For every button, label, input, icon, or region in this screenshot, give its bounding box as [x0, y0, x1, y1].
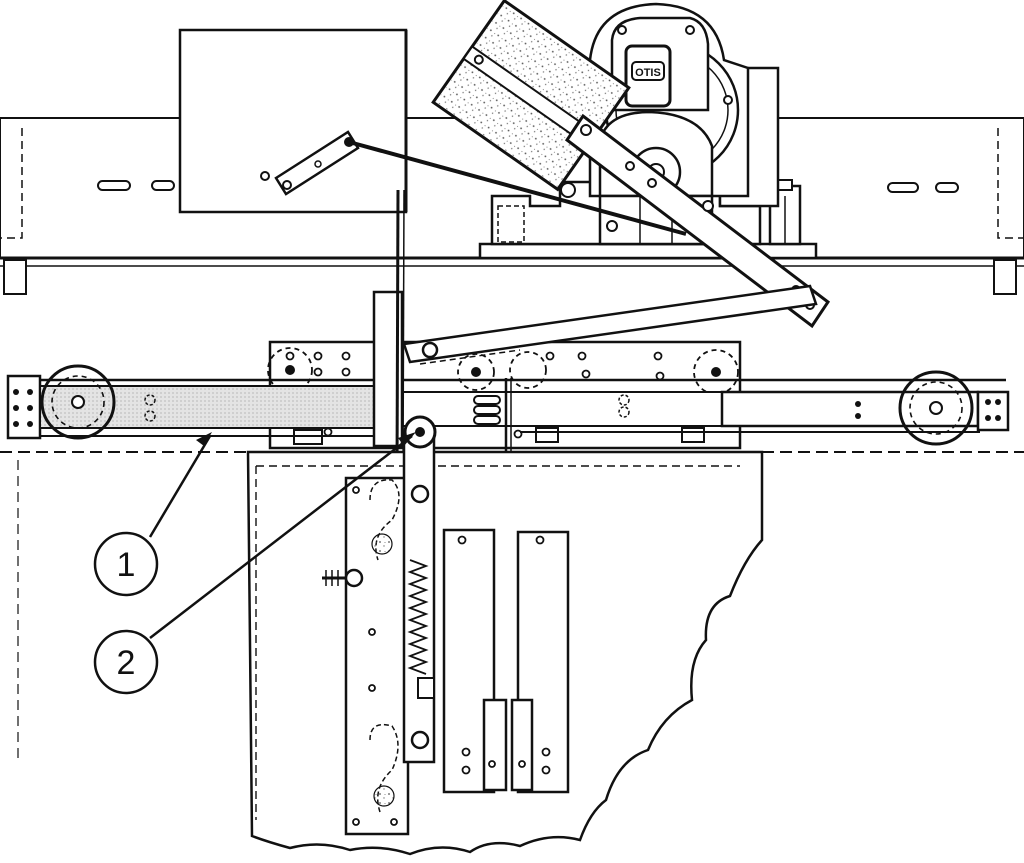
callout-1-leader [148, 435, 212, 538]
nameplate-text: OTIS [635, 67, 661, 79]
callout-2-label: 2 [117, 644, 136, 682]
callout-1: 1 [93, 432, 212, 597]
callout-2-leader [149, 435, 413, 639]
crank-arm [274, 130, 360, 196]
adjuster-screw [322, 568, 364, 588]
interlock-box [178, 28, 408, 214]
nameplate: OTIS [624, 44, 672, 108]
door-lock-mechanism [322, 415, 437, 836]
drive-link [402, 284, 818, 365]
callout-2: 2 [93, 432, 416, 695]
connecting-rods [348, 140, 687, 236]
callout-1-label: 1 [117, 546, 136, 584]
door-track-bar [6, 364, 1010, 446]
